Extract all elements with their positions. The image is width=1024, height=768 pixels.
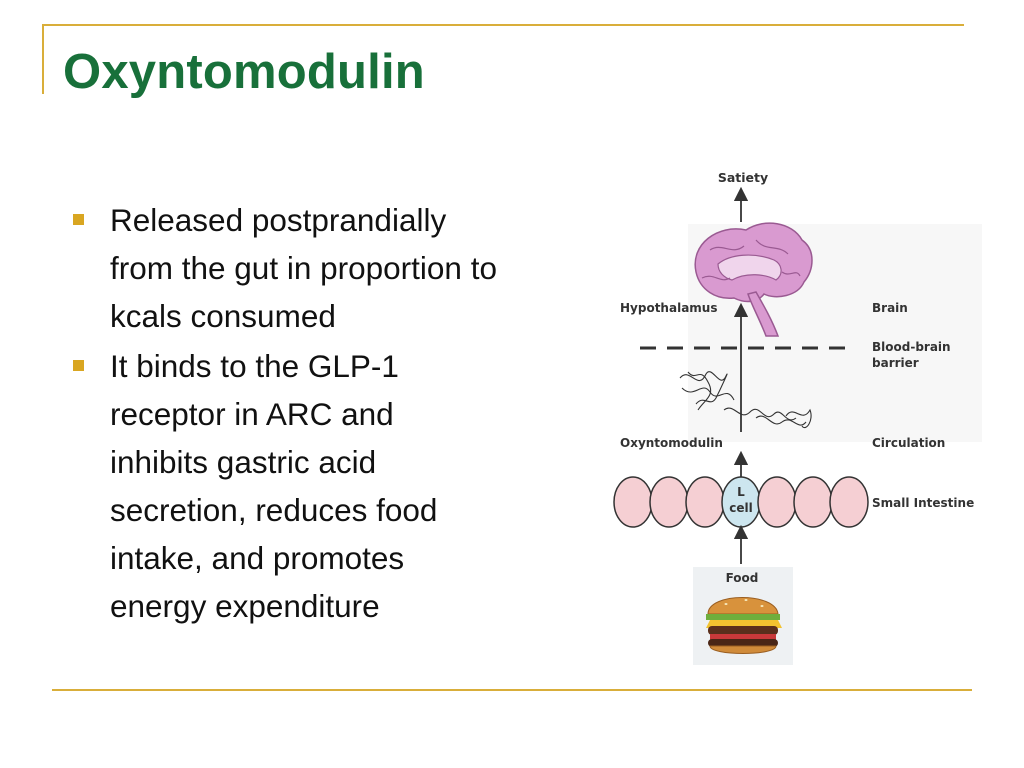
square-bullet-icon (73, 214, 84, 225)
bullet-line: inhibits gastric acid (110, 444, 377, 480)
square-bullet-icon (73, 360, 84, 371)
bullet-line: kcals consumed (110, 298, 336, 334)
bullet-line: receptor in ARC and (110, 396, 394, 432)
satiety-label: Satiety (718, 170, 768, 185)
bottom-rule (52, 689, 972, 691)
intestinal-cell (829, 476, 869, 528)
intestinal-cell (757, 476, 797, 528)
brain-icon (694, 222, 813, 337)
l-cell-label-line2: cell (729, 501, 752, 515)
peptide-icon (679, 371, 812, 428)
intestine-cells (613, 476, 869, 528)
small-intestine-label: Small Intestine (872, 496, 974, 510)
brain-label: Brain (872, 301, 908, 315)
l-cell-label-line1: L (737, 485, 745, 499)
bullet-item: It binds to the GLP-1 receptor in ARC an… (70, 342, 610, 630)
slide-title: Oxyntomodulin (63, 45, 425, 99)
bullet-line: from the gut in proportion to (110, 250, 497, 286)
bbb-label-line2: barrier (872, 356, 919, 370)
bullet-item: Released postprandially from the gut in … (70, 196, 610, 340)
intestinal-cell (685, 476, 725, 528)
oxyntomodulin-diagram: Satiety Hypothalamus Brain Blood-brain b… (606, 160, 986, 670)
circulation-label: Circulation (872, 436, 945, 450)
bullet-line: energy expenditure (110, 588, 380, 624)
bullet-line: Released postprandially (110, 202, 447, 238)
bullet-line: secretion, reduces food (110, 492, 438, 528)
intestinal-cell (649, 476, 689, 528)
burger-icon (706, 597, 782, 654)
bullet-line: intake, and promotes (110, 540, 405, 576)
food-label: Food (726, 571, 759, 585)
hypothalamus-label: Hypothalamus (620, 301, 717, 315)
left-rule (42, 24, 44, 94)
bbb-label-line1: Blood-brain (872, 340, 951, 354)
oxyntomodulin-label: Oxyntomodulin (620, 436, 723, 450)
intestinal-cell (793, 476, 833, 528)
bullet-line: It binds to the GLP-1 (110, 348, 399, 384)
intestinal-cell (613, 476, 653, 528)
bullet-list: Released postprandially from the gut in … (70, 196, 610, 632)
diagram-svg: Satiety Hypothalamus Brain Blood-brain b… (613, 170, 982, 665)
top-rule (42, 24, 964, 26)
